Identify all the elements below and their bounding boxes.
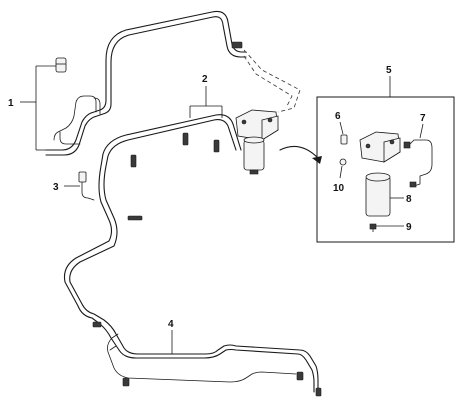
dashed-routing-lines	[243, 49, 301, 113]
pipe-clip-part	[55, 57, 67, 73]
detail-drain-plug	[369, 223, 377, 232]
detail-filter-head	[359, 131, 401, 163]
detail-arrow	[279, 145, 319, 159]
detail-sensor-harness	[403, 139, 433, 188]
callout-4: 4	[168, 319, 174, 330]
callout-7: 7	[420, 113, 426, 124]
callout-10: 10	[333, 183, 345, 194]
detail-fitting-6	[340, 134, 348, 145]
fuel-filter-assembly	[235, 109, 279, 175]
upper-fuel-pipes	[45, 10, 247, 156]
callout-9: 9	[406, 222, 412, 233]
callout-3: 3	[53, 182, 59, 193]
detail-box	[316, 96, 455, 243]
callout-5: 5	[386, 65, 392, 76]
callout-numbers: 1 2 3 4 5 6 7 8 9 10	[8, 65, 426, 330]
pipe-clips	[92, 41, 322, 397]
callout-1: 1	[8, 98, 14, 109]
callout-2: 2	[202, 74, 208, 85]
detail-filter-cartridge	[365, 172, 391, 217]
leader-lines	[20, 65, 424, 354]
detail-fitting-10	[339, 158, 347, 166]
callout-8: 8	[406, 194, 412, 205]
callout-6: 6	[335, 111, 341, 122]
main-fuel-pipes	[63, 114, 319, 393]
return-line-connector	[78, 171, 95, 201]
